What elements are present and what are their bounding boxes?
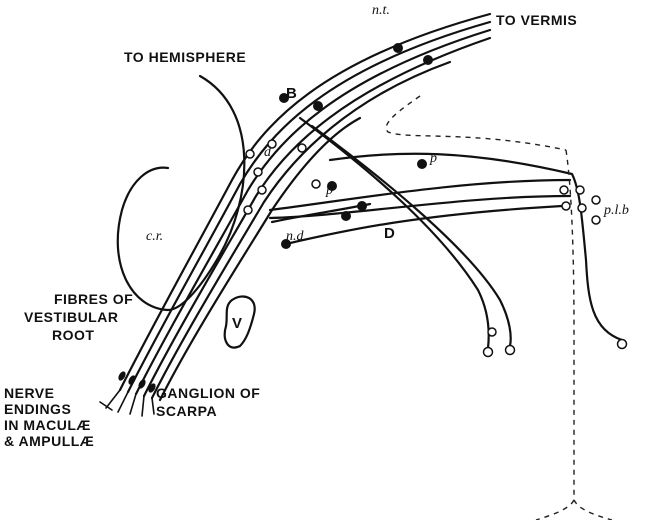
marker-nd: n.d. xyxy=(286,229,307,244)
marker-b: B xyxy=(286,85,297,102)
label-ganglion-1: GANGLION OF xyxy=(156,385,260,401)
label-nerve-4: & AMPULLÆ xyxy=(4,433,94,449)
label-nerve-3: IN MACULÆ xyxy=(4,417,91,433)
marker-p-upper: p xyxy=(429,151,437,166)
marker-big-d: D xyxy=(384,225,395,242)
label-to-hemisphere: TO HEMISPHERE xyxy=(124,49,246,65)
label-ganglion-2: SCARPA xyxy=(156,403,217,419)
label-fibres-1: FIBRES OF xyxy=(54,291,133,307)
marker-cr: c.r. xyxy=(146,229,163,244)
label-fibres-3: ROOT xyxy=(52,327,94,343)
label-fibres-2: VESTIBULAR xyxy=(24,309,118,325)
marker-p-lower: p xyxy=(325,183,333,198)
marker-v: V xyxy=(232,315,242,332)
marker-d: d xyxy=(264,145,272,160)
label-nerve-2: ENDINGS xyxy=(4,401,71,417)
label-nerve-1: NERVE xyxy=(4,385,54,401)
marker-plb: p.l.b xyxy=(603,203,629,218)
descending-fibres xyxy=(270,118,622,348)
label-to-vermis: TO VERMIS xyxy=(496,12,577,28)
vestibular-root-bundle xyxy=(120,14,490,400)
marker-nt: n.t. xyxy=(372,3,390,18)
